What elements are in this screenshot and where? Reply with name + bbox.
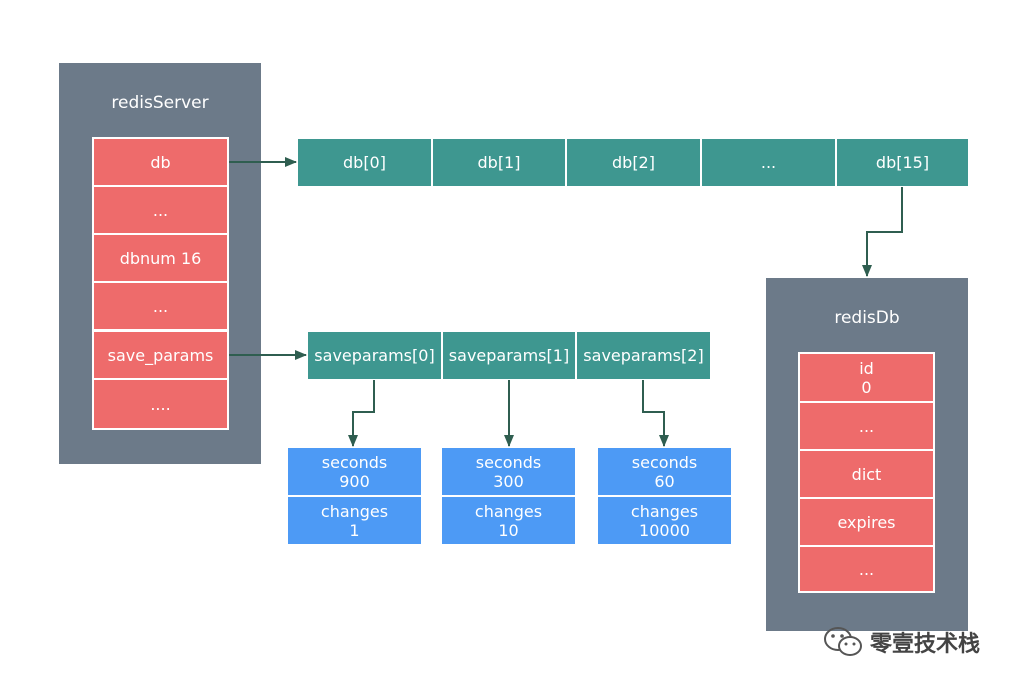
saveparam-changes: changes 10000 [598,497,731,544]
redis-db-field-id: id 0 [798,352,935,403]
db-array-divider [835,139,837,186]
db-array-cell: db[1] [433,139,565,186]
redis-server-field-save-params: save_params [92,330,229,380]
saveparams-cell: saveparams[2] [577,332,710,379]
arrow-db15-to-redisdb [862,187,903,277]
db-array-divider [565,139,567,186]
wechat-icon [824,627,862,656]
db-array-divider [700,139,702,186]
redis-db-field-dict: dict [798,449,935,499]
redis-server-title: redisServer [111,93,209,113]
arrow-saveparams0-to-struct [348,380,375,447]
redis-server-field-dbnum: dbnum 16 [92,233,229,283]
redis-db-field-ellipsis: ... [798,545,935,593]
saveparam-seconds: seconds 300 [442,448,575,495]
db-array-cell: db[2] [567,139,700,186]
redis-server-field-ellipsis: ... [92,185,229,235]
saveparams-divider [441,332,443,379]
db-array-cell: ... [702,139,835,186]
saveparam-seconds: seconds 900 [288,448,421,495]
redis-db-title: redisDb [834,308,900,328]
saveparams-cell: saveparams[0] [308,332,441,379]
redis-server-field-ellipsis: ... [92,281,229,331]
watermark: 零壹技术栈 [822,622,1022,662]
saveparams-divider [575,332,577,379]
saveparam-changes: changes 10 [442,497,575,544]
redis-db-field-expires: expires [798,497,935,547]
saveparam-changes: changes 1 [288,497,421,544]
watermark-text: 零壹技术栈 [870,632,981,657]
saveparams-cell: saveparams[1] [443,332,575,379]
db-array-cell: db[0] [298,139,431,186]
db-array-divider [431,139,433,186]
arrow-saveparams2-to-struct [642,380,669,447]
saveparam-seconds: seconds 60 [598,448,731,495]
db-array-cell: db[15] [837,139,968,186]
redis-server-field-ellipsis: .... [92,378,229,430]
